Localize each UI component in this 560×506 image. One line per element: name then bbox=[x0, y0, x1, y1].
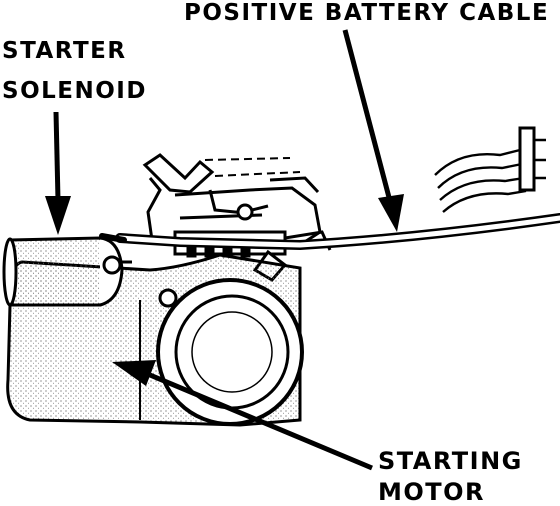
positive-battery-cable bbox=[99, 213, 560, 251]
arrow-starting-motor bbox=[149, 372, 373, 471]
dashed-wires bbox=[204, 157, 301, 177]
label-starter-line1: STARTER bbox=[2, 38, 127, 64]
arrowhead-starting-motor bbox=[112, 360, 156, 386]
mounting-bolt-icon bbox=[158, 288, 178, 308]
arrowhead-solenoid bbox=[45, 196, 71, 235]
label-solenoid-line2: SOLENOID bbox=[2, 78, 147, 104]
terminal-nut-icon bbox=[102, 255, 132, 275]
callout-arrows bbox=[45, 29, 404, 471]
label-motor-line2: MOTOR bbox=[378, 478, 486, 506]
arrow-battery-cable bbox=[342, 29, 394, 206]
starter-solenoid bbox=[2, 236, 178, 308]
label-positive-battery-cable: POSITIVE BATTERY CABLE bbox=[184, 0, 550, 26]
label-starting-line1: STARTING bbox=[378, 447, 523, 475]
wire-harness bbox=[434, 126, 546, 213]
bolt-icon bbox=[236, 203, 269, 221]
arrowhead-battery-cable bbox=[378, 194, 404, 232]
arrow-solenoid bbox=[53, 111, 61, 201]
